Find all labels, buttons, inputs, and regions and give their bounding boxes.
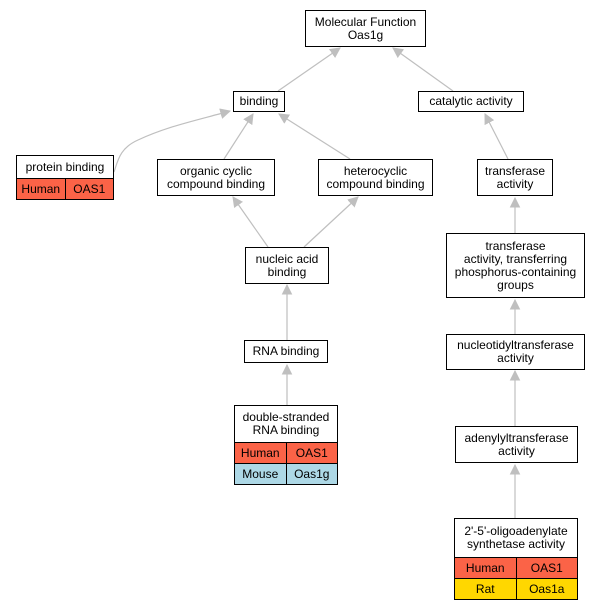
node-transferase-phosphorus[interactable]: transferase activity, transferring phosp… — [446, 233, 585, 298]
gene-cell: Oas1a — [515, 579, 577, 599]
annotation-row: Rat Oas1a — [455, 578, 577, 599]
node-oligoadenylate-synthetase-activity[interactable]: 2'-5'-oligoadenylate synthetase activity… — [454, 518, 578, 600]
node-binding[interactable]: binding — [233, 91, 285, 112]
gene-cell: Oas1g — [285, 464, 337, 484]
edge-transferase-catalytic — [484, 113, 509, 160]
node-nucleic-acid-binding[interactable]: nucleic acid binding — [245, 247, 329, 284]
node-label: binding — [239, 94, 279, 108]
annotation-row: Human OAS1 — [17, 178, 113, 199]
node-rna-binding[interactable]: RNA binding — [244, 340, 328, 363]
gene-cell: OAS1 — [64, 179, 113, 199]
species-cell: Rat — [455, 579, 516, 599]
node-label: Molecular Function Oas1g — [314, 14, 417, 42]
node-label: RNA binding — [252, 344, 320, 358]
node-nucleotidyltransferase-activity[interactable]: nucleotidyltransferase activity — [446, 334, 585, 370]
node-label: catalytic activity — [429, 94, 513, 108]
node-catalytic-activity[interactable]: catalytic activity — [418, 91, 524, 112]
node-label: 2'-5'-oligoadenylate synthetase activity — [464, 524, 568, 551]
node-label: organic cyclic compound binding — [166, 163, 266, 191]
gene-cell: OAS1 — [285, 443, 337, 463]
node-label: nucleic acid binding — [255, 251, 319, 279]
node-heterocyclic-compound-binding[interactable]: heterocyclic compound binding — [318, 159, 433, 196]
annotation-row: Human OAS1 — [235, 442, 337, 463]
species-cell: Human — [235, 443, 286, 463]
node-double-stranded-rna-binding[interactable]: double-stranded RNA binding Human OAS1 M… — [234, 405, 338, 485]
edge-binding-root — [277, 47, 341, 92]
species-cell: Human — [455, 558, 516, 578]
node-label: protein binding — [25, 159, 105, 174]
node-label: adenylyltransferase activity — [464, 430, 569, 458]
annotation-row: Mouse Oas1g — [235, 463, 337, 484]
node-protein-binding[interactable]: protein binding Human OAS1 — [16, 155, 114, 200]
gene-cell: OAS1 — [515, 558, 577, 578]
node-organic-cyclic-compound-binding[interactable]: organic cyclic compound binding — [157, 159, 275, 196]
species-cell: Human — [17, 179, 65, 199]
node-transferase-activity[interactable]: transferase activity — [477, 159, 553, 196]
edge-nucleic-acid-heterocyclic — [303, 196, 359, 248]
edge-heterocyclic-binding — [278, 113, 351, 160]
edge-nucleic-acid-organic-cyclic — [232, 196, 269, 248]
node-label: heterocyclic compound binding — [326, 163, 425, 191]
edge-protein-binding-binding — [113, 108, 232, 173]
node-label: double-stranded RNA binding — [242, 410, 330, 437]
annotation-row: Human OAS1 — [455, 557, 577, 578]
node-molecular-function[interactable]: Molecular Function Oas1g — [305, 10, 426, 47]
species-cell: Mouse — [235, 464, 286, 484]
edge-organic-cyclic-binding — [223, 113, 254, 160]
node-label: nucleotidyltransferase activity — [457, 338, 574, 365]
node-label: transferase activity, transferring phosp… — [454, 238, 577, 292]
edge-catalytic-root — [392, 47, 454, 92]
node-adenylyltransferase-activity[interactable]: adenylyltransferase activity — [455, 426, 578, 463]
node-label: transferase activity — [484, 163, 546, 191]
